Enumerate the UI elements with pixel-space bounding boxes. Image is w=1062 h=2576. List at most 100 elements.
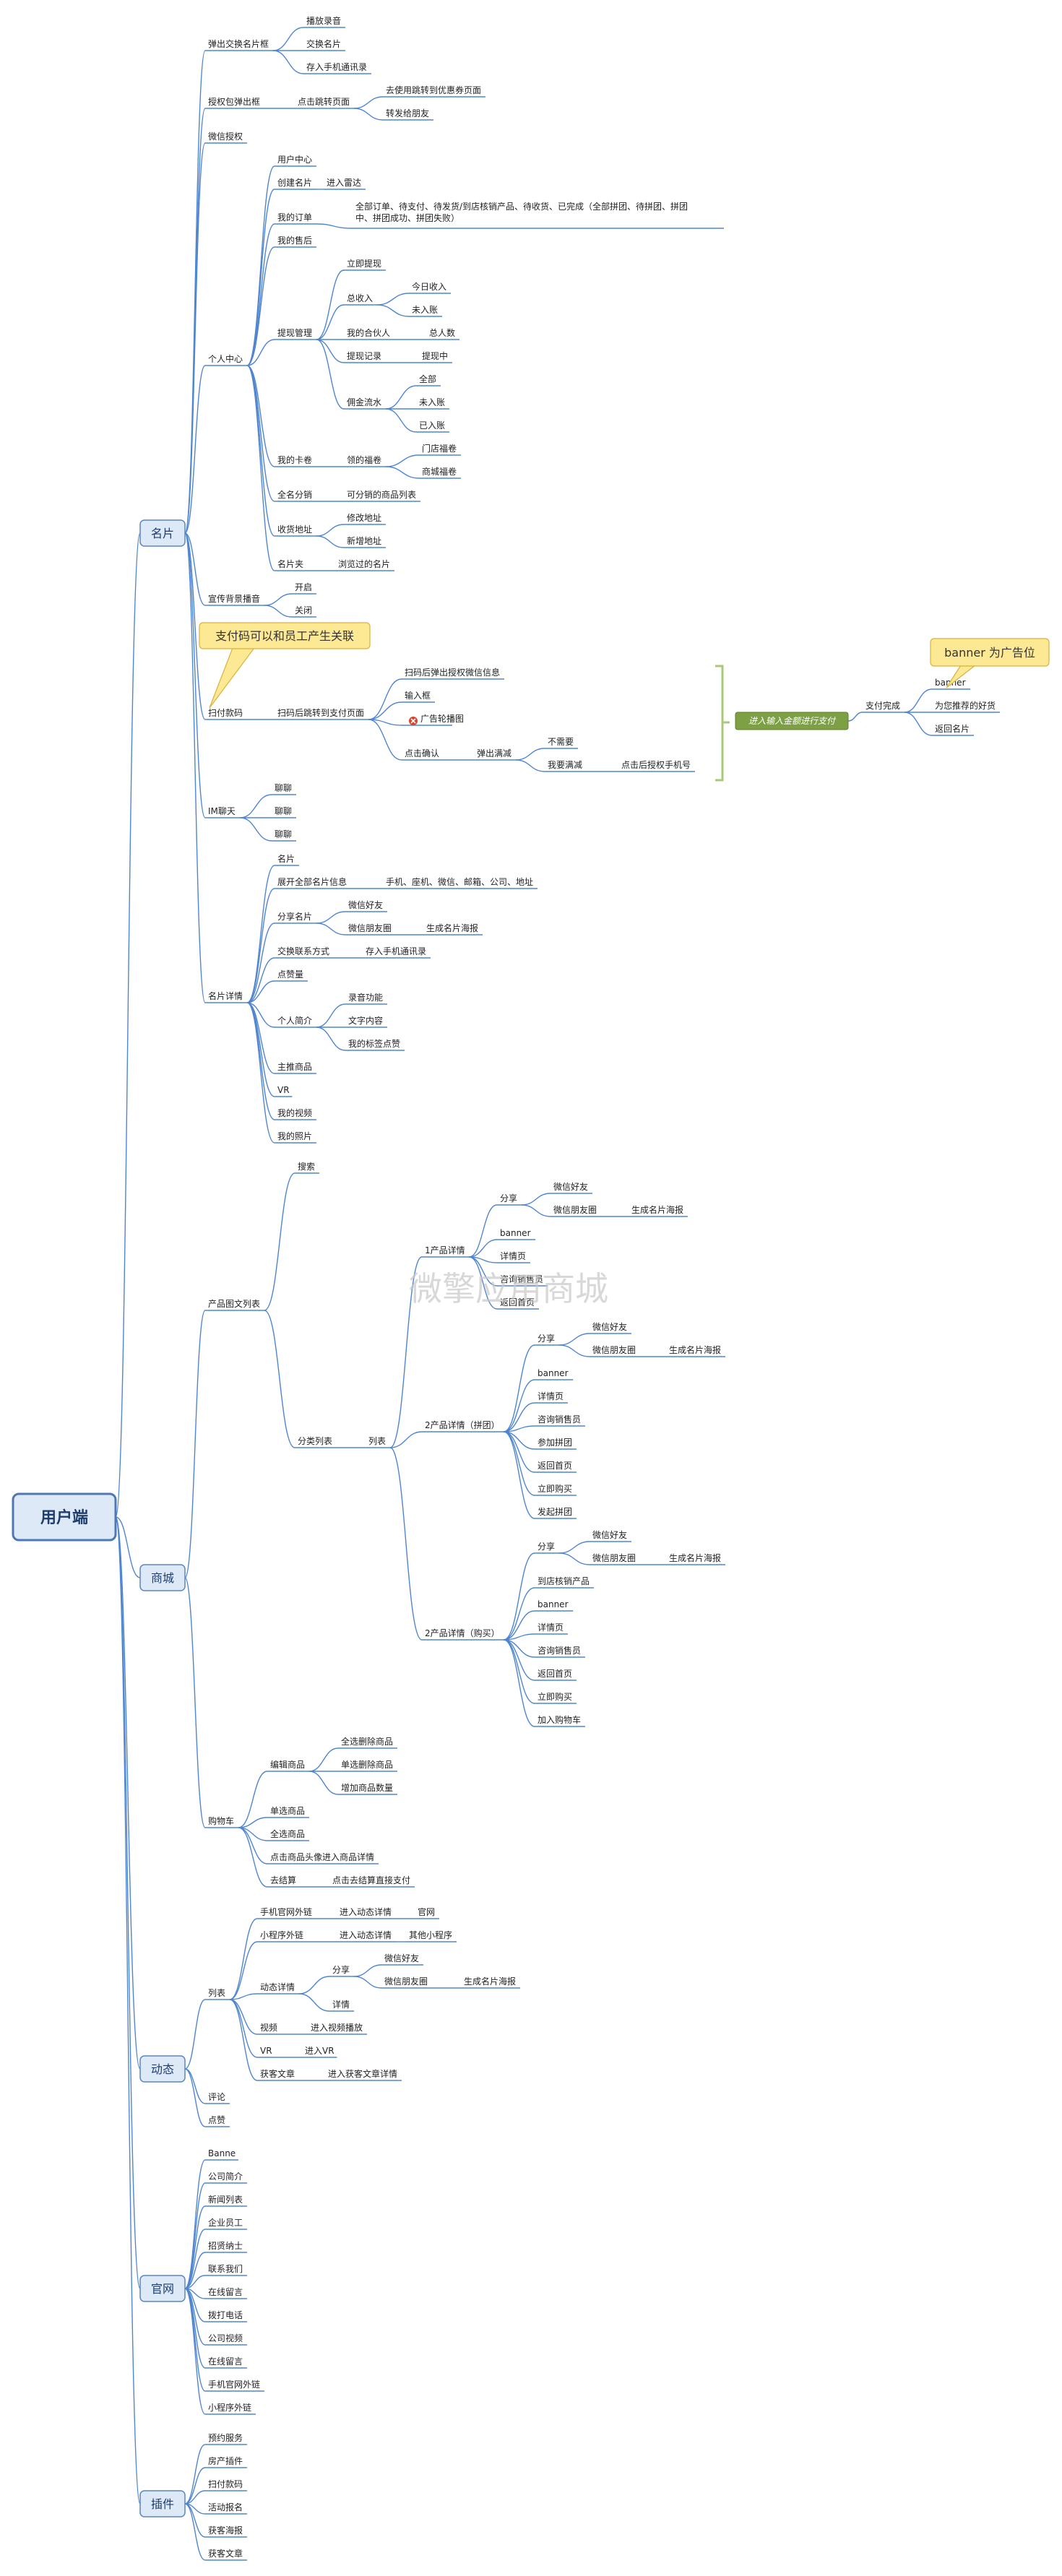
connector <box>316 339 345 363</box>
auth-action-label: 点击跳转页面 <box>298 96 350 107</box>
mall-p2-item-3: 参加拼团 <box>535 1437 577 1450</box>
connector <box>558 1541 590 1554</box>
cd-vr-label: VR <box>277 1085 290 1095</box>
wd-records-label: 提现记录 <box>347 350 381 361</box>
wd-flow-0-label: 全部 <box>419 373 436 384</box>
wd-income-0-label: 今日收入 <box>412 281 446 292</box>
mall-p3-label: 2产品详情（购买） <box>425 1628 500 1638</box>
enter-amount-node: 进入输入金额进行支付 <box>735 712 849 730</box>
dyn-detail: 动态详情 <box>257 1981 299 1994</box>
cd-intro-item-1: 文字内容 <box>345 1015 387 1028</box>
im-item-0-label: 聊聊 <box>275 783 292 793</box>
dyn-list: 列表 <box>205 1988 230 2000</box>
mall-p2-item-0: banner <box>535 1368 574 1380</box>
pc-card-holder-label: 名片夹 <box>277 558 303 569</box>
orders-desc-line1: 全部订单、待支付、待发货/到店核销产品、待收货、已完成（全部拼团、待拼团、拼团 <box>355 201 688 212</box>
voice-item-1-label: 关闭 <box>295 605 312 615</box>
swap-item-2-label: 存入手机通讯录 <box>306 62 367 72</box>
pc-coupons-received: 领的福卷 <box>344 454 386 467</box>
mall-p2-share-label: 分享 <box>538 1333 555 1344</box>
connector <box>316 524 345 537</box>
cd-vr: VR <box>275 1085 293 1097</box>
mall-p3-item-2-label: 详情页 <box>538 1622 564 1633</box>
wd-partner-count-0: 总人数 <box>426 327 459 340</box>
cd-exchange: 交换联系方式 <box>275 946 334 959</box>
connector <box>184 532 206 1003</box>
connector <box>469 1239 498 1258</box>
enter-amount-label: 进入输入金额进行支付 <box>748 716 837 726</box>
pc-enter-radar-label: 进入雷达 <box>327 178 361 188</box>
mall-p1-gen-poster-0-label: 生成名片海报 <box>631 1204 683 1215</box>
connector <box>368 719 402 726</box>
pc-distribution: 全名分销 <box>275 489 316 502</box>
web-item-8-label: 公司视频 <box>208 2333 243 2343</box>
pc-create-card-label: 创建名片 <box>277 177 312 188</box>
cd-expand: 展开全部名片信息 <box>275 876 351 889</box>
card-swap-popup: 弹出交换名片框 <box>205 38 273 51</box>
cd-intro-item-0-label: 录音功能 <box>348 992 383 1003</box>
web-item-6-label: 在线留言 <box>208 2287 243 2297</box>
wd-total-income-label: 总收入 <box>347 293 373 303</box>
connector <box>184 532 206 606</box>
branch-plugins-label: 插件 <box>151 2497 174 2511</box>
wd-withdrawing-0-label: 提现中 <box>422 350 448 361</box>
connector <box>521 1204 551 1217</box>
wd-flow-1-label: 未入账 <box>419 397 445 407</box>
connector <box>504 1431 535 1473</box>
connector <box>504 1402 535 1432</box>
mall-p2-item-4: 返回首页 <box>535 1461 577 1473</box>
plugin-item-4: 获客海报 <box>205 2525 247 2538</box>
connector <box>316 339 345 410</box>
web-item-0-label: Banne <box>208 2148 236 2158</box>
web-item-2: 新闻列表 <box>205 2194 247 2207</box>
branch-website-box <box>139 2275 186 2302</box>
connector <box>184 1310 206 1578</box>
scan-auth-phone-label: 点击后授权手机号 <box>621 759 691 770</box>
scan-popup-no-label: 不需要 <box>548 737 574 747</box>
connector <box>238 1827 268 1864</box>
plugin-item-1-label: 房产插件 <box>208 2455 243 2466</box>
pc-address-label: 收货地址 <box>277 524 312 535</box>
mall-p3-item-4-label: 返回首页 <box>538 1669 572 1679</box>
branch-dynamic-label: 动态 <box>151 2062 174 2076</box>
dyn-article-label: 获客文章 <box>260 2068 295 2079</box>
connector <box>316 922 346 935</box>
pc-coupons: 我的卡卷 <box>275 454 316 467</box>
voice-item-1: 关闭 <box>292 605 316 618</box>
cart-all-label: 全选商品 <box>270 1828 305 1839</box>
mall-p3-item-1-label: banner <box>538 1599 569 1609</box>
mall-p2-item-1-label: 详情页 <box>538 1391 564 1401</box>
connector <box>184 1999 206 2070</box>
cd-share-item-1-label: 微信朋友圈 <box>348 923 392 933</box>
dyn-video-label: 视频 <box>260 2022 277 2033</box>
cart-single-label: 单选商品 <box>270 1805 305 1816</box>
connector <box>904 688 933 713</box>
dyn-enter-vr-0-label: 进入VR <box>305 2046 334 2056</box>
mall-search-label: 搜索 <box>298 1161 315 1172</box>
web-item-0: Banne <box>205 2148 238 2161</box>
mall-p3: 2产品详情（购买） <box>422 1628 504 1641</box>
connector <box>264 1172 295 1311</box>
connector <box>353 108 384 121</box>
connector <box>229 1941 258 2000</box>
pc-distribution-label: 全名分销 <box>277 489 312 500</box>
swap-item-2: 存入手机通讯录 <box>303 62 371 74</box>
im-item-1-label: 聊聊 <box>275 806 292 816</box>
pc-coupons-label: 我的卡卷 <box>277 454 312 465</box>
dyn-vr: VR <box>257 2046 275 2058</box>
card-im-chat-label: IM聊天 <box>208 806 236 816</box>
mall-p3-item-2: 详情页 <box>535 1622 568 1635</box>
mall-p1-item-0-label: banner <box>500 1228 531 1238</box>
card-auth-popup: 授权包弹出框 <box>205 96 264 109</box>
im-item-2-label: 聊聊 <box>275 829 292 839</box>
connector <box>376 304 410 317</box>
scan-item-0-label: 扫码后弹出授权微信信息 <box>405 667 500 678</box>
cd-likes-label: 点赞量 <box>277 969 303 980</box>
plugin-item-0-label: 预约服务 <box>208 2432 243 2443</box>
web-item-1-label: 公司简介 <box>208 2171 243 2182</box>
mall-p3-gen-poster-0-label: 生成名片海报 <box>669 1552 721 1563</box>
card-detail-label: 名片详情 <box>208 990 243 1001</box>
voice-item-0: 开启 <box>292 582 316 595</box>
web-item-11: 小程序外链 <box>205 2402 256 2415</box>
connector <box>504 1639 535 1681</box>
